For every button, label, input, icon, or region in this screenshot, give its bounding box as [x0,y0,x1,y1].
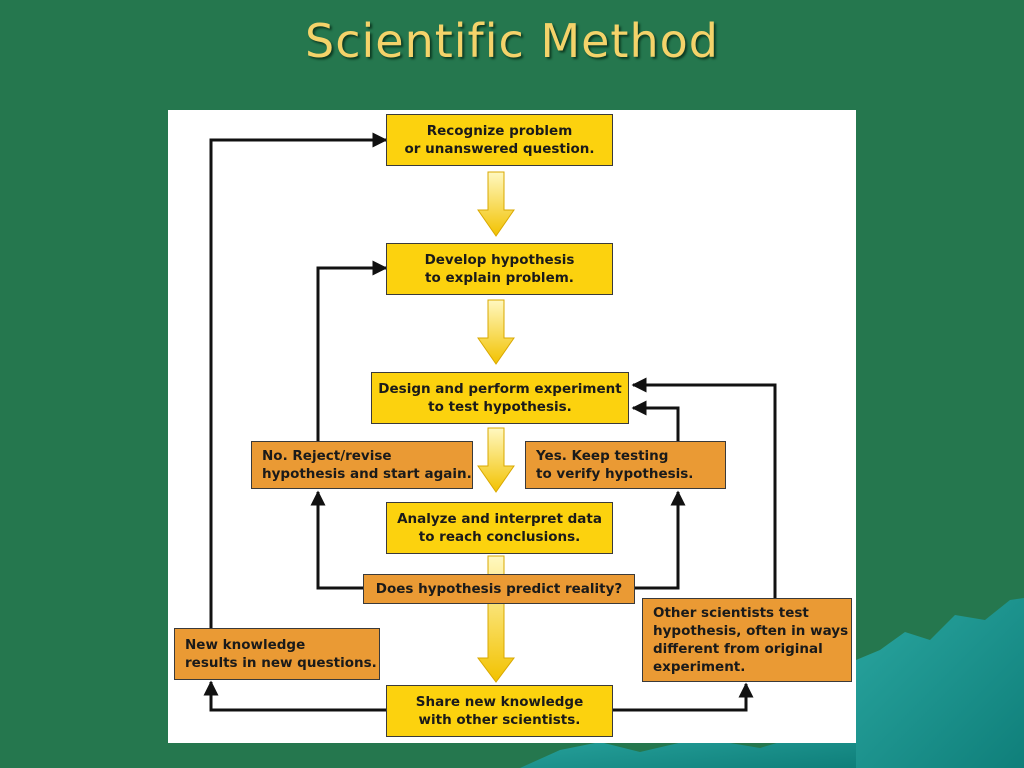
step-new-knowledge: New knowledge results in new questions. [174,628,380,680]
arrow-others-to-design [631,377,777,598]
step-others-test: Other scientists test hypothesis, often … [642,598,852,682]
arrow-reject-to-develop [316,260,388,444]
arrow-share-to-newknowledge [203,680,386,712]
down-arrow-4 [477,555,515,683]
arrow-keep-to-design [631,400,680,444]
arrow-share-to-others [613,682,754,712]
step-develop-hypothesis: Develop hypothesis to explain problem. [386,243,613,295]
branch-reject-revise: No. Reject/revise hypothesis and start a… [251,441,473,489]
arrow-newknowledge-to-recognize [209,132,388,628]
flow-arrows [203,132,777,712]
down-arrow-2 [477,299,515,365]
decision-predict-reality: Does hypothesis predict reality? [363,574,635,604]
slide-title: Scientific Method [305,14,719,68]
branch-keep-testing: Yes. Keep testing to verify hypothesis. [525,441,726,489]
step-recognize-problem: Recognize problem or unanswered question… [386,114,613,166]
arrow-predict-to-keep [635,490,686,590]
diagram-panel: Recognize problem or unanswered question… [168,110,856,743]
arrow-predict-to-reject [310,490,363,590]
step-share-knowledge: Share new knowledge with other scientist… [386,685,613,737]
down-arrow-1 [477,171,515,237]
down-arrow-3 [477,427,515,493]
step-design-experiment: Design and perform experiment to test hy… [371,372,629,424]
step-analyze-data: Analyze and interpret data to reach conc… [386,502,613,554]
